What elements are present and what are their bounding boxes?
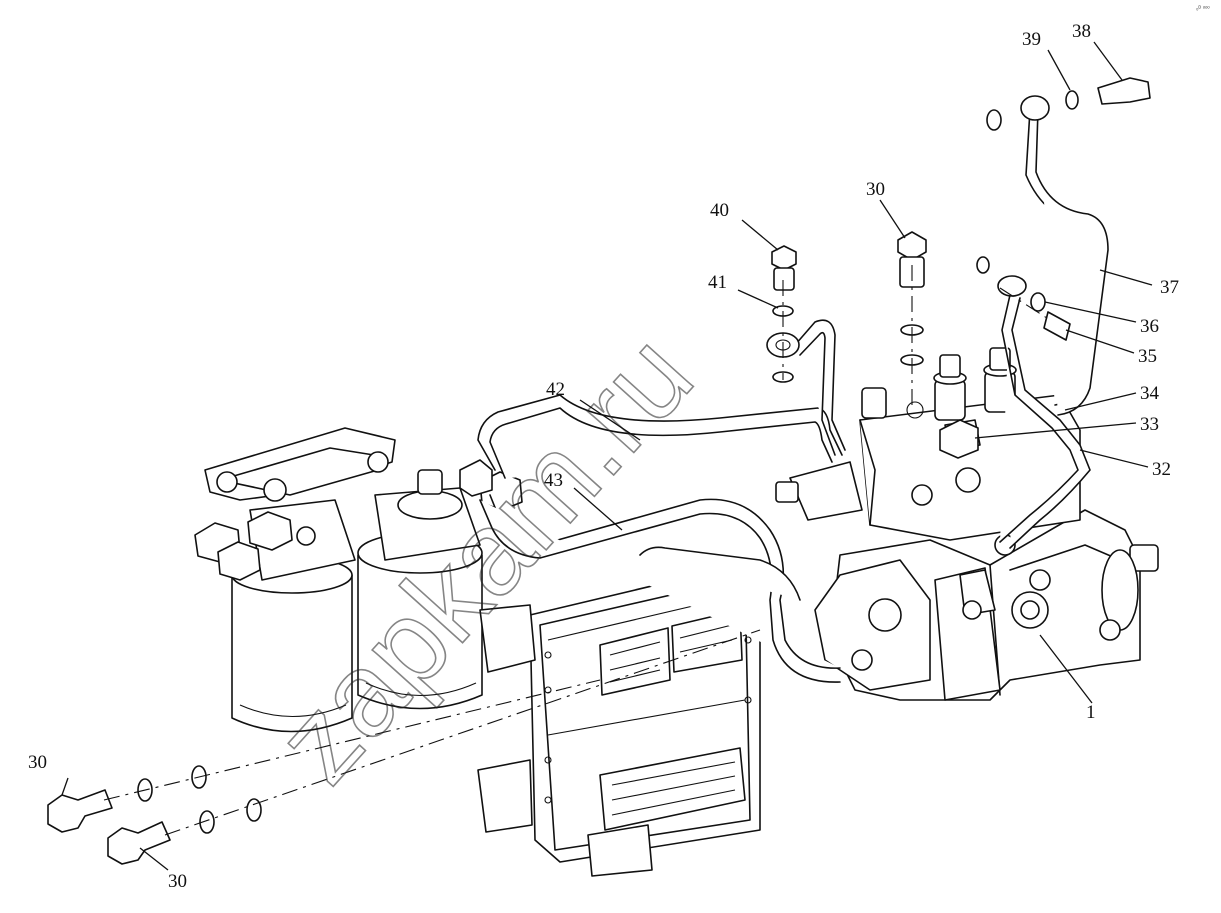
callout-35: 35 bbox=[1138, 346, 1157, 367]
callout-30-bottom-left-top: 30 bbox=[28, 752, 47, 773]
callout-38: 38 bbox=[1072, 21, 1091, 42]
callout-30-bottom-left-bottom: 30 bbox=[168, 871, 187, 892]
callout-42: 42 bbox=[546, 379, 565, 400]
callout-32: 32 bbox=[1152, 459, 1171, 480]
callout-1: 1 bbox=[1086, 702, 1096, 723]
callout-36: 36 bbox=[1140, 316, 1159, 337]
callout-39: 39 bbox=[1022, 29, 1041, 50]
corner-mark: ₀ᴰ ᵒᵒᵒ bbox=[1196, 5, 1210, 12]
fuel-filter-assembly bbox=[194, 427, 523, 733]
leader-lines bbox=[61, 41, 1153, 871]
callout-41: 41 bbox=[708, 272, 727, 293]
callout-43: 43 bbox=[544, 470, 563, 491]
fittings bbox=[47, 77, 1151, 865]
callout-33: 33 bbox=[1140, 414, 1159, 435]
center-lines bbox=[103, 265, 1051, 836]
callout-37: 37 bbox=[1160, 277, 1179, 298]
callout-30-top: 30 bbox=[866, 179, 885, 200]
fuel-pump bbox=[775, 347, 1159, 701]
callout-40: 40 bbox=[710, 200, 729, 221]
fuel-lines bbox=[477, 109, 1109, 683]
callout-34: 34 bbox=[1140, 383, 1160, 404]
engine-control-unit bbox=[477, 564, 761, 877]
callout-labels: 1 30 30 30 32 33 34 35 36 37 38 39 40 41… bbox=[28, 21, 1179, 892]
